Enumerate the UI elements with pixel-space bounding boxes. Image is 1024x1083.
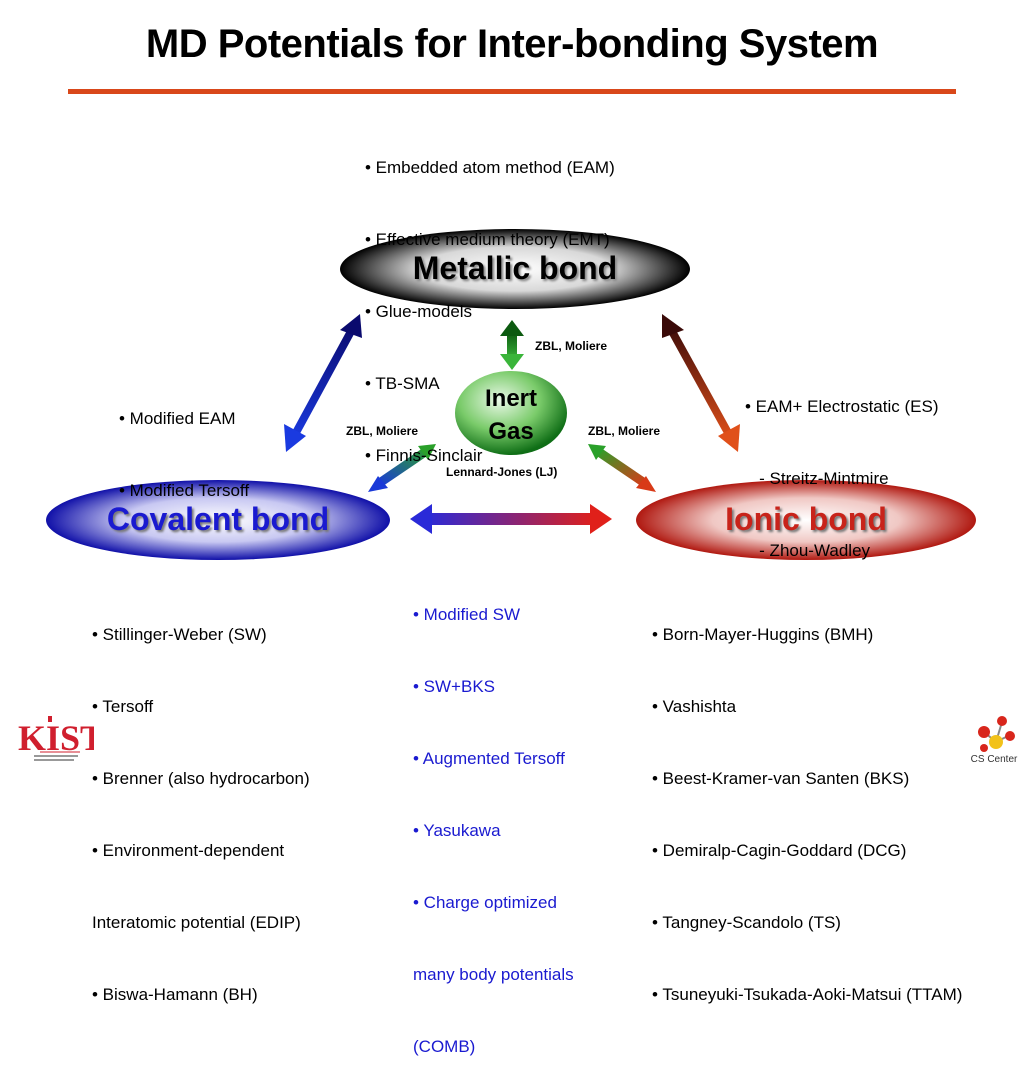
inert-metallic-arrow xyxy=(500,320,524,370)
list-item: • EAM+ Electrostatic (ES) xyxy=(745,397,939,416)
ionic-bond-label: Ionic bond xyxy=(725,501,887,537)
page-title: MD Potentials for Inter-bonding System xyxy=(145,22,879,66)
list-item: Interatomic potential (EDIP) xyxy=(92,913,301,932)
inert-ionic-link-label: ZBL, Moliere xyxy=(588,424,661,438)
svg-text:KIST: KIST xyxy=(18,718,94,758)
list-item: • Effective medium theory (EMT) xyxy=(365,230,610,249)
metallic-bond-label: Metallic bond xyxy=(412,250,618,286)
inert-ionic-arrow xyxy=(588,444,656,492)
cs-center-label: CS Center xyxy=(970,754,1018,765)
list-item: • Beest-Kramer-van Santen (BKS) xyxy=(652,769,910,788)
list-item: • Born-Mayer-Huggins (BMH) xyxy=(652,625,874,644)
inert-metallic-link-label: ZBL, Moliere xyxy=(535,339,608,353)
metallic-covalent-potentials-list: • Modified EAM • Modified Tersoff xyxy=(119,359,249,527)
list-item: • SW+BKS xyxy=(413,677,496,696)
bond-diagram xyxy=(46,229,976,560)
covalent-ionic-potentials-list: • Modified SW • SW+BKS • Augmented Terso… xyxy=(413,555,574,1083)
list-item: • Augmented Tersoff xyxy=(413,749,565,768)
list-item: • Finnis-Sinclair xyxy=(365,446,483,465)
list-item: (COMB) xyxy=(413,1037,476,1056)
kist-logo: KIST xyxy=(14,712,104,764)
list-item: • Modified Tersoff xyxy=(119,481,250,500)
cs-center-logo: CS Center xyxy=(966,712,1022,768)
metallic-bond-node xyxy=(340,229,690,309)
list-item: • TB-SMA xyxy=(365,374,440,393)
metallic-potentials-list: • Embedded atom method (EAM) • Effective… xyxy=(365,108,615,492)
list-item: - Streitz-Mintmire xyxy=(745,469,889,488)
list-item: • Embedded atom method (EAM) xyxy=(365,158,615,177)
list-item: • Tangney-Scandolo (TS) xyxy=(652,913,841,932)
inert-self-link-label: Lennard-Jones (LJ) xyxy=(446,465,558,479)
list-item: • Modified SW xyxy=(413,605,521,624)
covalent-bond-node xyxy=(46,480,390,560)
list-item: • Vashishta xyxy=(652,697,737,716)
ionic-bond-node xyxy=(636,480,976,560)
list-item: • Yasukawa xyxy=(413,821,501,840)
molecule-icon xyxy=(978,716,1015,752)
ionic-potentials-list: • Born-Mayer-Huggins (BMH) • Vashishta •… xyxy=(652,575,962,1031)
inert-covalent-link-label: ZBL, Moliere xyxy=(346,424,419,438)
metallic-ionic-potentials-list: • EAM+ Electrostatic (ES) - Streitz-Mint… xyxy=(745,347,938,587)
list-item: • Glue-models xyxy=(365,302,473,321)
metallic-ionic-arrow xyxy=(662,314,740,452)
list-item: • Biswa-Hamann (BH) xyxy=(92,985,258,1004)
list-item: • Tsuneyuki-Tsukada-Aoki-Matsui (TTAM) xyxy=(652,985,963,1004)
list-item: • Tersoff xyxy=(92,697,154,716)
inert-gas-label-line1: Inert xyxy=(484,385,537,412)
metallic-covalent-arrow xyxy=(284,314,362,452)
inert-gas-label-line2: Gas xyxy=(488,418,534,445)
list-item: • Charge optimized xyxy=(413,893,557,912)
list-item: • Modified EAM xyxy=(119,409,236,428)
list-item: - Zhou-Wadley xyxy=(745,541,871,560)
covalent-potentials-list: • Stillinger-Weber (SW) • Tersoff • Bren… xyxy=(92,575,310,1031)
title-divider xyxy=(68,89,956,94)
covalent-bond-label: Covalent bond xyxy=(106,501,330,537)
list-item: • Demiralp-Cagin-Goddard (DCG) xyxy=(652,841,907,860)
inert-covalent-arrow xyxy=(368,444,436,492)
list-item: • Brenner (also hydrocarbon) xyxy=(92,769,310,788)
list-item: many body potentials xyxy=(413,965,574,984)
list-item: • Stillinger-Weber (SW) xyxy=(92,625,267,644)
covalent-ionic-arrow xyxy=(410,504,612,534)
kist-logo-icon: KIST xyxy=(18,716,104,761)
list-item: • Environment-dependent xyxy=(92,841,285,860)
inert-gas-node xyxy=(455,371,567,455)
